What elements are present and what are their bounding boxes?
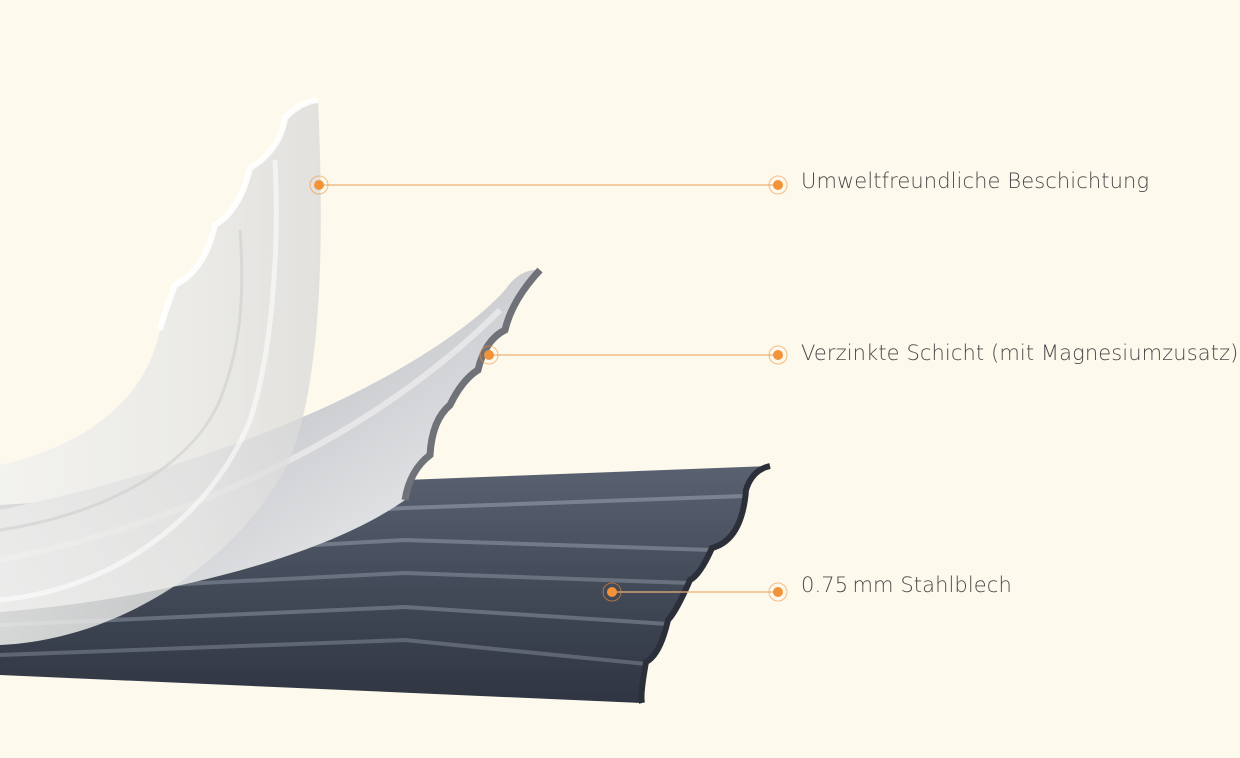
- callout-dot: [768, 582, 788, 602]
- coating-layer: [0, 97, 321, 645]
- label-zinc-layer: Verzinkte Schicht (mit Magnesiumzusatz): [801, 341, 1239, 365]
- callout-steel: [602, 582, 788, 602]
- label-coating-layer: Umweltfreundliche Beschichtung: [801, 169, 1150, 193]
- label-steel-layer: 0.75 mm Stahlblech: [801, 573, 1012, 597]
- callout-coating: [309, 175, 788, 195]
- callout-dot: [479, 345, 499, 365]
- callout-dot: [309, 175, 329, 195]
- callout-dot: [602, 582, 622, 602]
- callout-zinc: [479, 345, 788, 365]
- callout-dot: [768, 345, 788, 365]
- callout-dot: [768, 175, 788, 195]
